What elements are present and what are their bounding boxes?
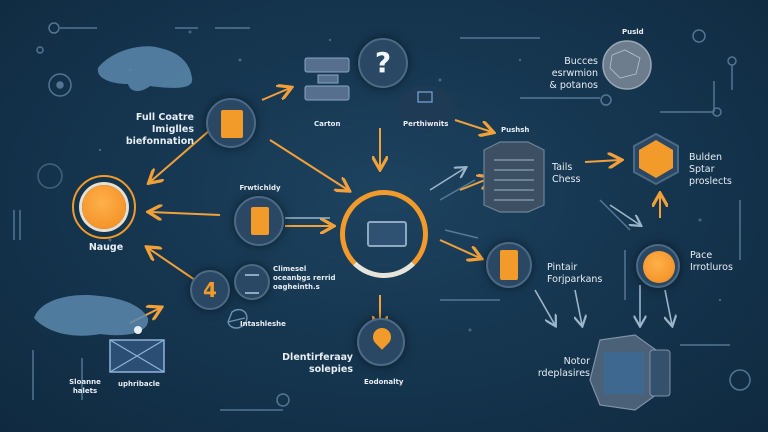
orange-card-icon	[221, 110, 243, 138]
tails-chess-label: Tails Chess	[552, 162, 581, 185]
full-coatre-node[interactable]	[206, 98, 256, 148]
perthiwnits-label: Perthiwnits	[403, 120, 449, 128]
coin-icon	[643, 251, 675, 283]
document-icon	[500, 250, 518, 280]
center-node[interactable]	[340, 190, 428, 278]
nauge-label: Nauge	[88, 242, 124, 253]
document-icon	[251, 207, 269, 235]
climesel-label: Climesel oceanbgs rerrid oagheinth.s	[273, 265, 336, 291]
intashleshe-label: Intashleshe	[240, 320, 286, 328]
notor-label: Notor rdeplasires	[537, 356, 590, 379]
location-pin-icon	[369, 324, 395, 350]
frwtichldy-node[interactable]	[234, 196, 284, 246]
pintair-label: Pintair Forjparkans	[547, 262, 603, 285]
climesel-node[interactable]	[234, 264, 270, 300]
pintair-node[interactable]	[486, 242, 532, 288]
four-node[interactable]: 4	[190, 270, 230, 310]
frwtichldy-label: Frwtichldy	[239, 184, 281, 192]
eodonalty-node[interactable]	[357, 318, 405, 366]
dlentirferaay-label: Dlentirferaay solepies	[282, 352, 353, 375]
bulden-label: Bulden Sptar proslects	[689, 152, 732, 187]
target-icon	[82, 185, 126, 229]
pace-node[interactable]	[636, 244, 680, 288]
cloud-icon	[97, 46, 193, 92]
nauge-node[interactable]	[72, 175, 136, 239]
bucces-label: Bucces esrwmion & potanos	[549, 56, 598, 91]
question-node[interactable]: ?	[358, 38, 408, 88]
carton-label: Carton	[314, 120, 341, 128]
sloanne-label: Sloanne halets	[69, 378, 101, 395]
pusld-label: Pusld	[622, 28, 644, 36]
pushsh-label: Pushsh	[501, 126, 530, 134]
eodonalty-label: Eodonalty	[364, 378, 404, 386]
full-coatre-label: Full Coatre Imiglles biefonnation	[125, 112, 194, 147]
briefcase-lock-icon	[367, 221, 407, 247]
list-icon	[245, 274, 259, 294]
pace-label: Pace Irrotluros	[690, 250, 733, 273]
uphribacle-label: uphribacle	[118, 380, 160, 388]
